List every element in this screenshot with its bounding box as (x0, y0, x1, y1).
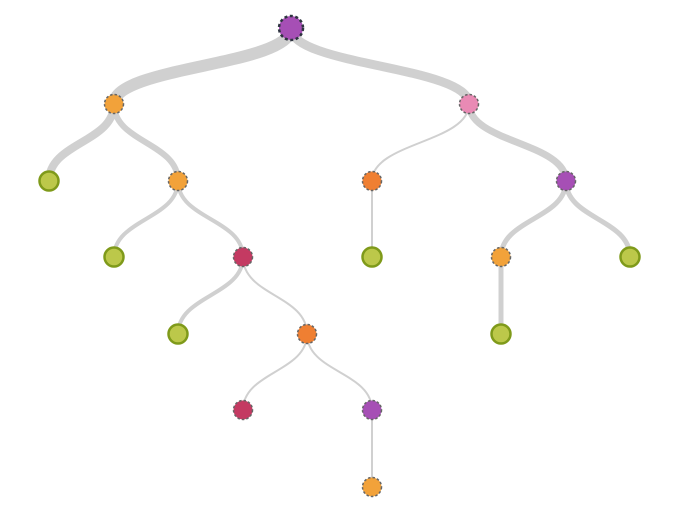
tree-node[interactable] (361, 170, 383, 192)
links-layer (45, 26, 633, 487)
tree-link (371, 103, 470, 182)
tree-link (176, 256, 245, 335)
leaf-node[interactable] (361, 246, 383, 268)
root-node[interactable] (277, 14, 305, 42)
leaf-node[interactable] (490, 323, 512, 345)
tree-node[interactable] (167, 170, 189, 192)
tree-link (176, 180, 245, 258)
tree-link (563, 180, 633, 258)
tree-node[interactable] (232, 399, 254, 421)
leaf-node[interactable] (167, 323, 189, 345)
leaf-node[interactable] (38, 170, 60, 192)
leaf-node[interactable] (619, 246, 641, 268)
tree-node[interactable] (490, 246, 512, 268)
tree-node[interactable] (361, 476, 383, 498)
tree-link (108, 26, 297, 106)
tree-link (45, 103, 118, 182)
tree-node[interactable] (296, 323, 318, 345)
tree-node[interactable] (232, 246, 254, 268)
tree-node[interactable] (555, 170, 577, 192)
tree-link (465, 103, 570, 182)
tree-link (242, 256, 308, 335)
tree-node[interactable] (103, 93, 125, 115)
tree-link (498, 180, 569, 258)
leaf-node[interactable] (103, 246, 125, 268)
tree-link (286, 26, 474, 106)
tree-link (306, 333, 373, 411)
tree-link (112, 180, 180, 258)
tree-link (111, 103, 181, 182)
tree-node[interactable] (361, 399, 383, 421)
nodes-layer (38, 14, 641, 498)
tree-link (242, 333, 308, 411)
tree-node[interactable] (458, 93, 480, 115)
